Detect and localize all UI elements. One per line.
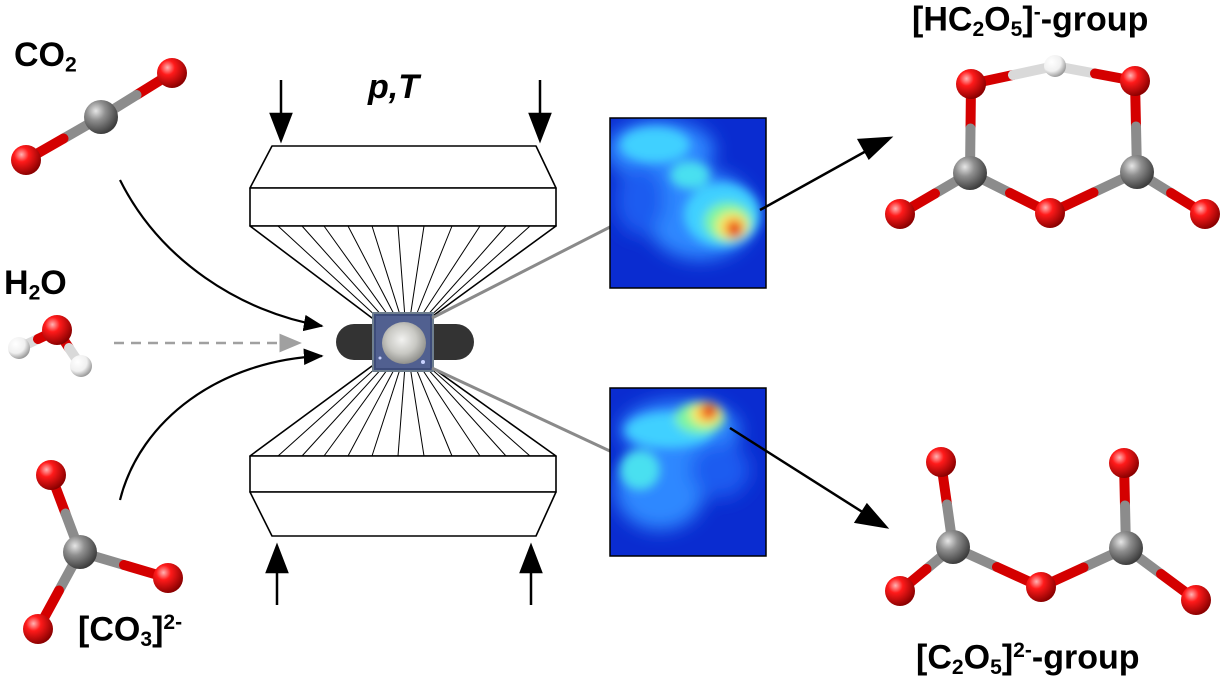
hydrogen-atom — [70, 355, 92, 377]
carbon-atom — [63, 535, 97, 569]
upper-anvil — [249, 145, 557, 319]
co2-label-main: CO — [14, 36, 65, 74]
c2o5-group-label: [C2O5]2--group — [916, 640, 1140, 678]
co3-label: [CO3]2- — [78, 612, 182, 650]
oxygen-atom — [42, 315, 72, 345]
result-arrows — [729, 136, 894, 529]
co2-molecule-icon — [11, 58, 187, 175]
carbon-atom — [953, 156, 987, 190]
projection-lines — [431, 224, 613, 454]
hc2o5-label-sub2: 5 — [1010, 17, 1023, 41]
hc2o5-label-sub1: 2 — [972, 17, 985, 41]
hc2o5-label-suffix: -group — [1040, 0, 1149, 39]
oxygen-atom — [885, 576, 915, 606]
lower-anvil — [249, 365, 557, 537]
oxygen-atom — [885, 199, 915, 229]
oxygen-atom — [153, 563, 183, 593]
hydrogen-pyrocarbonate-molecule-icon — [885, 55, 1220, 229]
co3-label-charge: 2- — [163, 611, 183, 634]
h2o-label-h: H — [4, 264, 29, 302]
pressure-temperature-label: p,T — [368, 70, 419, 104]
oxygen-atom — [1035, 198, 1065, 228]
carbon-atom — [84, 100, 118, 134]
oxygen-atom — [1181, 585, 1211, 615]
carbonate-molecule-icon — [23, 460, 183, 644]
diamond-anvil-cell-icon — [249, 80, 557, 605]
carbon-atom — [936, 530, 970, 564]
intensity-map-top — [609, 117, 767, 289]
hc2o5-label-close: ] — [1022, 0, 1034, 39]
c2o5-label-sub2: 5 — [990, 655, 1002, 679]
compression-arrows — [265, 80, 552, 605]
carbon-atom — [1120, 155, 1154, 189]
c2o5-label-mid: O — [963, 638, 991, 677]
h2o-label-o: O — [40, 264, 67, 302]
c2o5-label-close: ] — [1001, 638, 1014, 677]
h2o-label: H2O — [4, 266, 67, 303]
c2o5-label-charge: 2- — [1013, 639, 1032, 662]
oxygen-atom — [1190, 199, 1220, 229]
hc2o5-label-charge: - — [1033, 1, 1041, 24]
condition-separator: , — [388, 68, 399, 106]
c2o5-label-open: [C — [916, 638, 952, 677]
oxygen-atom — [956, 69, 986, 99]
temperature-symbol: T — [398, 68, 420, 106]
hydrogen-atom — [8, 337, 30, 359]
oxygen-atom — [926, 447, 956, 477]
pressure-symbol: p — [368, 68, 389, 106]
oxygen-atom — [1109, 448, 1139, 478]
co3-label-close: ] — [152, 610, 164, 649]
oxygen-atom — [1120, 66, 1150, 96]
oxygen-atom — [1026, 572, 1056, 602]
co2-label-sub: 2 — [65, 53, 77, 77]
pyrocarbonate-molecule-icon — [885, 447, 1211, 615]
h2o-label-sub: 2 — [28, 281, 41, 305]
co3-label-sub: 3 — [140, 627, 153, 651]
hydrogen-atom — [1044, 55, 1066, 77]
hc2o5-group-label: [HC2O5]--group — [912, 2, 1148, 40]
oxygen-atom — [36, 460, 66, 490]
hc2o5-label-mid: O — [984, 0, 1011, 39]
c2o5-label-suffix: -group — [1031, 638, 1140, 677]
co3-label-open: [CO — [78, 610, 141, 649]
oxygen-atom — [11, 145, 41, 175]
hc2o5-label-open: [HC — [912, 0, 973, 39]
oxygen-atom — [157, 58, 187, 88]
c2o5-label-sub1: 2 — [951, 655, 964, 679]
sample-chamber — [372, 312, 434, 372]
input-arrows — [114, 179, 324, 501]
oxygen-atom — [23, 614, 53, 644]
carbon-atom — [1109, 531, 1143, 565]
water-molecule-icon — [8, 315, 92, 377]
intensity-map-bottom — [609, 387, 767, 557]
co2-label: CO2 — [14, 38, 77, 75]
